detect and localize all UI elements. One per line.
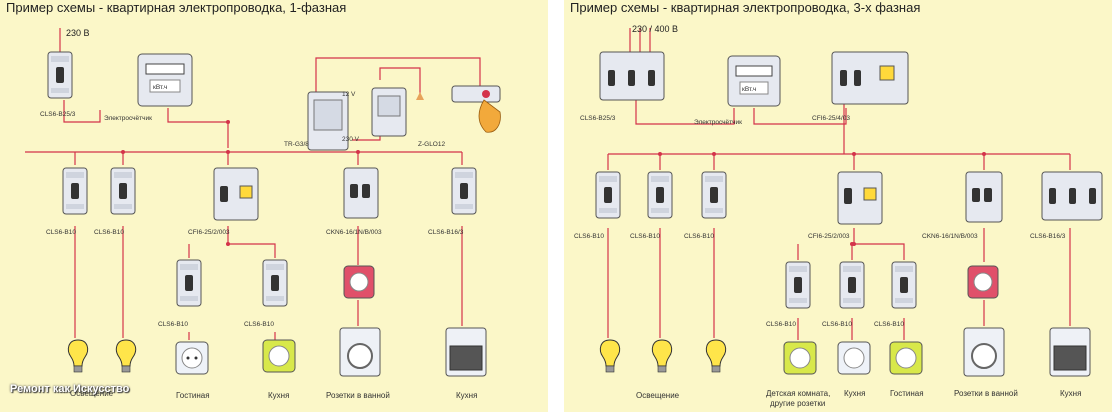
breaker-sub1 (176, 259, 202, 307)
transformer-label: TR-G3/8 (284, 141, 309, 148)
breaker-b2-label: CLS6-B10 (94, 229, 124, 236)
socket-icon (889, 341, 923, 375)
single-phase-diagram: 230 В CLS6-B25/3 кВт.ч Электросчётчик 12… (25, 28, 501, 400)
doorbell-button (451, 85, 501, 103)
breaker-b1-label: CLS6-B10 (46, 229, 76, 236)
breaker-b1 (62, 167, 88, 215)
bell-icon (416, 92, 424, 100)
kids-room-label-1: Детская комната, (766, 389, 830, 398)
rcd-device (213, 167, 259, 221)
kitchen2-label: Кухня (1060, 389, 1081, 398)
breaker-b1 (595, 171, 621, 219)
supply-voltage-label: 230 / 400 В (632, 24, 678, 34)
rcd-label: CFI6-25/2/003 (808, 233, 850, 240)
living-room-label: Гостиная (890, 389, 924, 398)
lightbulb-icon (115, 339, 137, 373)
breaker-b16 (1041, 171, 1103, 221)
breaker-b16 (451, 167, 477, 215)
meter-label: Электросчётчик (694, 119, 742, 126)
supply-voltage-label: 230 В (66, 28, 90, 38)
rcbo-device (965, 171, 1003, 223)
main-breaker (47, 51, 73, 99)
breaker-sub1-label: CLS6-B10 (158, 321, 188, 328)
stove-icon (445, 327, 487, 377)
transformer (307, 91, 349, 151)
breaker-b2 (647, 171, 673, 219)
meter (137, 53, 193, 107)
meter (727, 55, 781, 107)
breaker-sub2 (839, 261, 865, 309)
socket-icon (837, 341, 871, 375)
socket-icon (175, 341, 209, 375)
meter-label: Электросчётчик (104, 115, 152, 122)
breaker-b16-label: CLS6-B16/3 (1030, 233, 1066, 240)
main-breaker-label: CLS6-B25/3 (40, 111, 76, 118)
bell-module (371, 87, 407, 137)
bathroom-label: Розетки в ванной (954, 389, 1018, 398)
breaker-b1-label: CLS6-B10 (574, 233, 604, 240)
breaker-b3 (701, 171, 727, 219)
stove-icon (1049, 327, 1091, 377)
three-phase-diagram: 230 / 400 В CLS6-B25/3 кВт.ч Электросчёт… (574, 24, 1103, 408)
breaker-sub3-label: CLS6-B10 (874, 321, 904, 328)
washing-machine-icon (339, 327, 381, 377)
transformer-12v: 12 V (342, 91, 356, 98)
rcbo-device (343, 167, 379, 219)
lightbulb-icon (651, 339, 673, 373)
breaker-sub3 (891, 261, 917, 309)
watermark: Ремонт как Искусство (10, 383, 130, 395)
meter-unit: кВт.ч (742, 86, 756, 93)
lightbulb-icon (599, 339, 621, 373)
breaker-sub2-label: CLS6-B10 (822, 321, 852, 328)
lightbulb-icon (705, 339, 727, 373)
single-phase-title: Пример схемы - квартирная электропроводк… (6, 0, 347, 15)
living-room-label: Гостиная (176, 391, 210, 400)
rcd-label: CFI6-25/2/003 (188, 229, 230, 236)
kitchen2-label: Кухня (456, 391, 477, 400)
kitchen-label: Кухня (268, 391, 289, 400)
rcbo-label: CKN6-16/1N/B/003 (326, 229, 382, 236)
three-phase-wiring (607, 28, 1071, 340)
bell-label: Z-GLO12 (418, 141, 445, 148)
main-breaker-label: CLS6-B25/3 (580, 115, 616, 122)
rcd-device (837, 171, 883, 225)
socket-icon (967, 265, 999, 299)
meter-unit: кВт.ч (153, 84, 167, 91)
breaker-b2-label: CLS6-B10 (630, 233, 660, 240)
lighting-label: Освещение (636, 391, 680, 400)
washing-machine-icon (963, 327, 1005, 377)
three-phase-panel: Пример схемы - квартирная электропроводк… (564, 0, 1112, 412)
breaker-sub1 (785, 261, 811, 309)
breaker-sub1-label: CLS6-B10 (766, 321, 796, 328)
bathroom-label: Розетки в ванной (326, 391, 390, 400)
main-rcd-label: CFI6-25/4/03 (812, 115, 850, 122)
breaker-sub2-label: CLS6-B10 (244, 321, 274, 328)
main-breaker (599, 51, 665, 101)
single-phase-panel: Пример схемы - квартирная электропроводк… (0, 0, 548, 412)
breaker-b16-label: CLS6-B16/3 (428, 229, 464, 236)
breaker-b2 (110, 167, 136, 215)
transformer-230v: 230 V (342, 136, 360, 143)
lighting-label: Освещение (70, 389, 114, 398)
kitchen-label: Кухня (844, 389, 865, 398)
pointing-hand-icon (478, 99, 501, 133)
socket-icon (783, 341, 817, 375)
kids-room-label-2: другие розетки (770, 399, 825, 408)
breaker-sub2 (262, 259, 288, 307)
three-phase-title: Пример схемы - квартирная электропроводк… (570, 0, 921, 15)
breaker-b3-label: CLS6-B10 (684, 233, 714, 240)
rcbo-label: CKN6-16/1N/B/003 (922, 233, 978, 240)
lightbulb-icon (67, 339, 89, 373)
main-rcd (831, 51, 909, 105)
